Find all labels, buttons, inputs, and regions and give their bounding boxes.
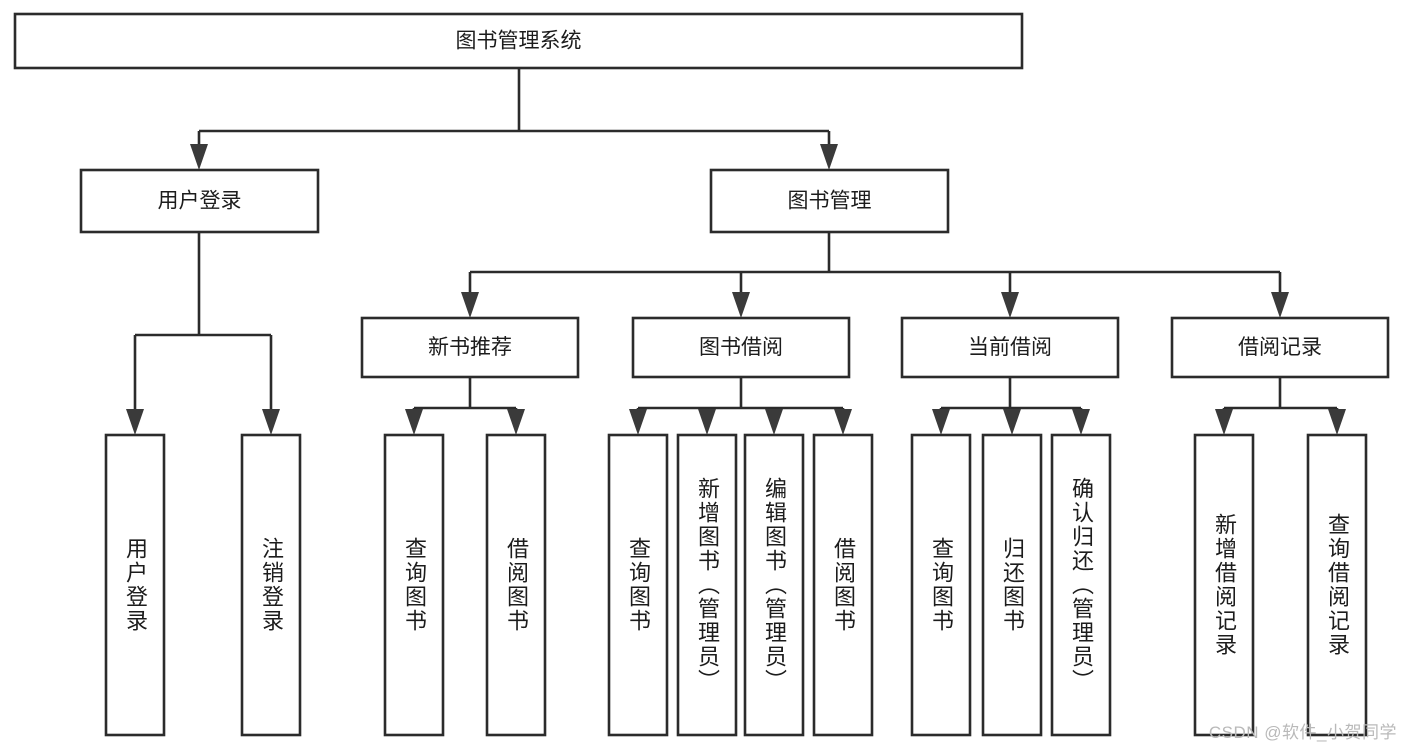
arrow-head-icon [1001,292,1019,318]
node-label-root: 图书管理系统 [456,30,582,53]
arrow-head-icon [732,292,750,318]
arrow-head-icon [932,409,950,435]
arrow-head-icon [629,409,647,435]
node-box-book-borrow[interactable] [631,316,851,379]
node-box-new-book-recommend[interactable] [360,316,580,379]
node-box-leaf-add-borrow-record[interactable] [1193,433,1255,737]
arrow-head-icon [461,292,479,318]
node-label-book-management: 图书管理 [788,190,872,213]
node-box-leaf-confirm-return[interactable] [1050,433,1112,737]
arrow-head-icon [1328,409,1346,435]
arrow-head-icon [190,144,208,170]
node-box-user-login[interactable] [79,168,320,234]
node-box-root[interactable] [13,12,1024,70]
node-box-leaf-query-borrow-record[interactable] [1306,433,1368,737]
arrow-head-icon [262,409,280,435]
arrow-head-icon [765,409,783,435]
arrow-head-icon [126,409,144,435]
node-box-leaf-edit-book[interactable] [743,433,805,737]
node-label-user-login: 用户登录 [158,190,242,213]
node-box-leaf-return-book[interactable] [981,433,1043,737]
arrow-head-icon [507,409,525,435]
node-label-new-book-recommend: 新书推荐 [428,336,512,359]
node-boxes-layer [13,12,1390,737]
node-box-leaf-query-book-borrow[interactable] [607,433,669,737]
arrow-head-icon [820,144,838,170]
arrow-head-icon [834,409,852,435]
arrow-head-icon [405,409,423,435]
node-box-leaf-borrow-book-recommend[interactable] [485,433,547,737]
node-box-borrow-record[interactable] [1170,316,1390,379]
node-box-current-borrow[interactable] [900,316,1120,379]
node-box-leaf-user-logout[interactable] [240,433,302,737]
node-box-leaf-query-book-recommend[interactable] [383,433,445,737]
node-box-leaf-user-login[interactable] [104,433,166,737]
node-box-leaf-query-book-current[interactable] [910,433,972,737]
node-box-book-management[interactable] [709,168,950,234]
csdn-watermark: CSDN @软件_小贺同学 [1208,723,1397,742]
arrow-head-icon [698,409,716,435]
arrow-head-icon [1072,409,1090,435]
node-label-book-borrow: 图书借阅 [699,336,783,359]
node-label-borrow-record: 借阅记录 [1238,336,1322,359]
arrow-head-icon [1271,292,1289,318]
node-box-leaf-add-book[interactable] [676,433,738,737]
connector-edges-layer [126,68,1346,435]
arrow-head-icon [1215,409,1233,435]
arrow-head-icon [1003,409,1021,435]
node-box-leaf-borrow-book[interactable] [812,433,874,737]
node-label-current-borrow: 当前借阅 [968,336,1052,359]
